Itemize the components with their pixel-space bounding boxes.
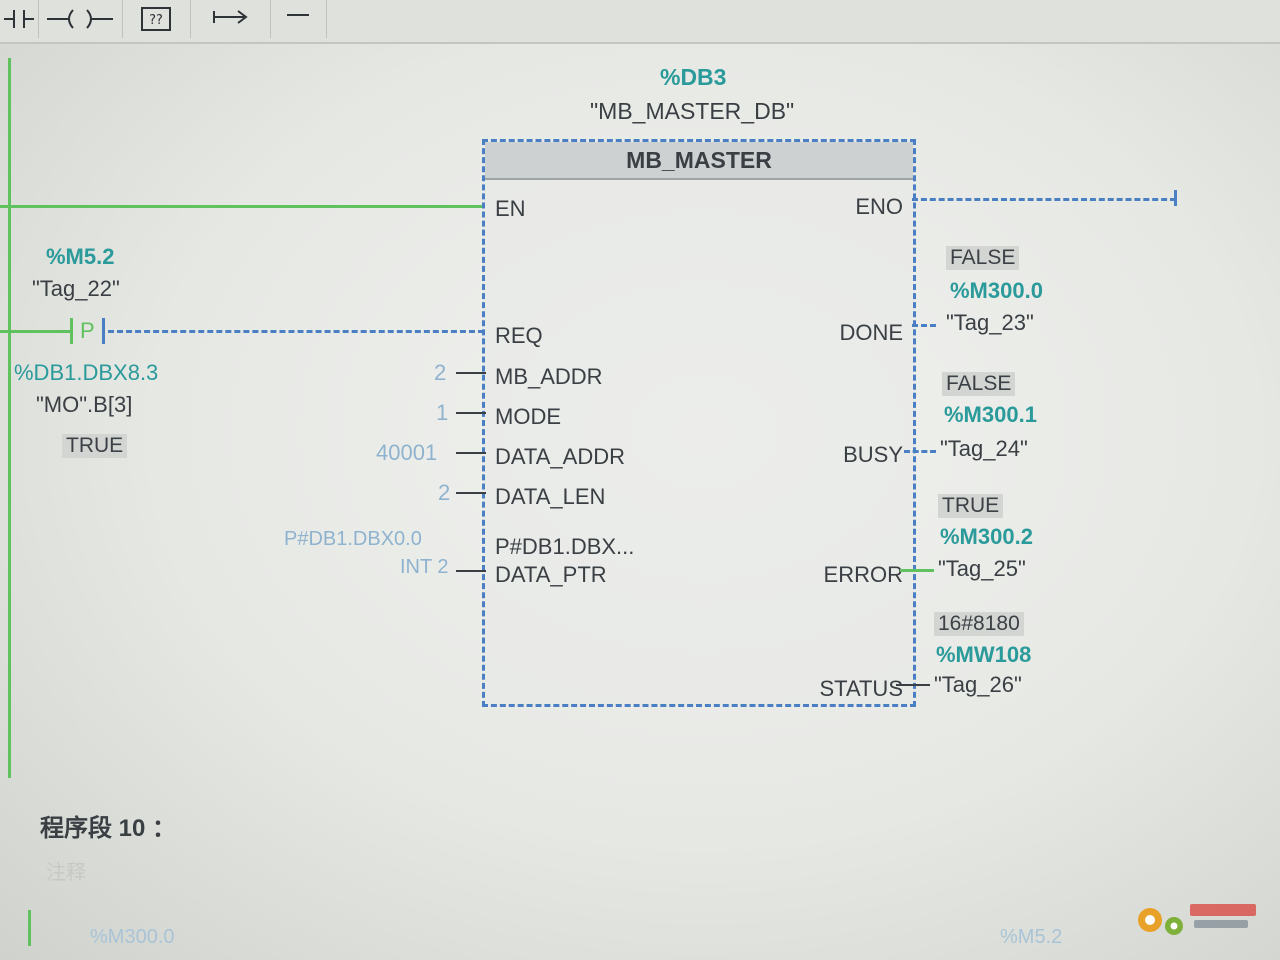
box-icon[interactable]: ?? — [122, 0, 191, 38]
pin-mb-addr: MB_ADDR — [495, 364, 603, 389]
pin-data-ptr: DATA_PTR — [495, 562, 607, 587]
eno-wire-end — [1174, 190, 1177, 206]
mb-addr-value[interactable]: 2 — [434, 360, 447, 385]
data-addr-pin-line — [456, 452, 486, 454]
pin-done: DONE — [839, 320, 903, 345]
mode-pin-line — [456, 412, 486, 414]
power-rail — [8, 58, 11, 778]
mb-master-block[interactable]: MB_MASTER EN ENO REQ MB_ADDR MODE DATA_A… — [482, 139, 916, 707]
pin-eno: ENO — [855, 194, 903, 219]
contact-icon[interactable] — [0, 0, 39, 38]
busy-tag: "Tag_24" — [940, 436, 1028, 461]
edge-bit-value: TRUE — [62, 434, 128, 458]
mb-addr-pin-line — [456, 372, 486, 374]
done-address: %M300.0 — [950, 278, 1043, 303]
network-title[interactable]: 程序段 10 ： — [40, 815, 177, 842]
req-input-wire — [0, 330, 70, 333]
status-tag: "Tag_26" — [934, 672, 1022, 697]
instance-db-address: %DB3 — [660, 64, 727, 90]
instance-db-name: "MB_MASTER_DB" — [590, 98, 795, 124]
pin-busy: BUSY — [843, 442, 903, 467]
error-address: %M300.2 — [940, 524, 1033, 549]
status-address: %MW108 — [936, 642, 1032, 667]
block-title: MB_MASTER — [485, 142, 913, 180]
status-value: 16#8180 — [934, 612, 1024, 636]
pin-mode: MODE — [495, 404, 561, 429]
edge-contact-type: P — [80, 318, 95, 343]
req-tag: "Tag_22" — [32, 276, 120, 301]
network-power-rail — [28, 910, 31, 946]
data-len-value[interactable]: 2 — [438, 480, 451, 505]
req-address: %M5.2 — [46, 244, 115, 269]
branch-open-icon[interactable] — [190, 0, 271, 38]
pin-error: ERROR — [823, 562, 903, 587]
done-tag: "Tag_23" — [946, 310, 1034, 335]
edge-bit-tag: "MO".B[3] — [36, 392, 133, 417]
data-len-pin-line — [456, 492, 486, 494]
ladder-toolbar: ?? — [0, 0, 1280, 44]
edge-contact-right — [102, 318, 105, 344]
mode-value[interactable]: 1 — [436, 400, 449, 425]
pin-req: REQ — [495, 323, 543, 348]
done-value: FALSE — [946, 246, 1020, 270]
error-wire — [900, 569, 934, 572]
status-wire — [896, 684, 930, 686]
data-ptr-pin-line — [456, 570, 486, 572]
data-addr-value[interactable]: 40001 — [376, 440, 438, 465]
pin-data-addr: DATA_ADDR — [495, 444, 625, 469]
data-ptr-type: INT 2 — [400, 556, 449, 578]
svg-text:??: ?? — [149, 13, 163, 28]
edge-bit-address: %DB1.DBX8.3 — [14, 360, 159, 385]
busy-value: FALSE — [942, 372, 1016, 396]
done-wire — [912, 324, 936, 327]
watermark-logo — [1134, 898, 1264, 938]
pin-status: STATUS — [819, 676, 903, 701]
branch-close-icon[interactable] — [270, 0, 327, 38]
error-value: TRUE — [938, 494, 1004, 518]
network-operand-left: %M300.0 — [90, 926, 175, 948]
coil-icon[interactable] — [38, 0, 123, 38]
req-wire — [108, 330, 484, 333]
busy-address: %M300.1 — [944, 402, 1037, 427]
network-comment[interactable]: 注释 — [46, 862, 86, 884]
en-wire — [0, 205, 484, 208]
edge-contact-left — [70, 318, 73, 344]
pin-en: EN — [495, 196, 526, 221]
eno-wire — [912, 198, 1176, 201]
error-tag: "Tag_25" — [938, 556, 1026, 581]
network-operand-right: %M5.2 — [1000, 926, 1063, 948]
pin-data-len: DATA_LEN — [495, 484, 606, 509]
busy-wire — [904, 450, 936, 453]
pin-data-ptr-value: P#DB1.DBX... — [495, 534, 635, 559]
data-ptr-address[interactable]: P#DB1.DBX0.0 — [284, 528, 422, 550]
